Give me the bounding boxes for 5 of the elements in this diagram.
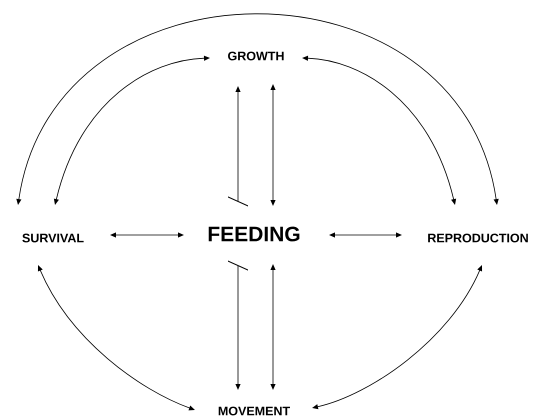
concept-label: MOVEMENT: [218, 406, 290, 416]
central-label: FEEDING: [208, 226, 300, 242]
concept-label: REPRODUCTION: [428, 234, 528, 242]
concept-label: GROWTH: [228, 52, 284, 60]
concept-label: SURVIVAL: [22, 234, 84, 242]
